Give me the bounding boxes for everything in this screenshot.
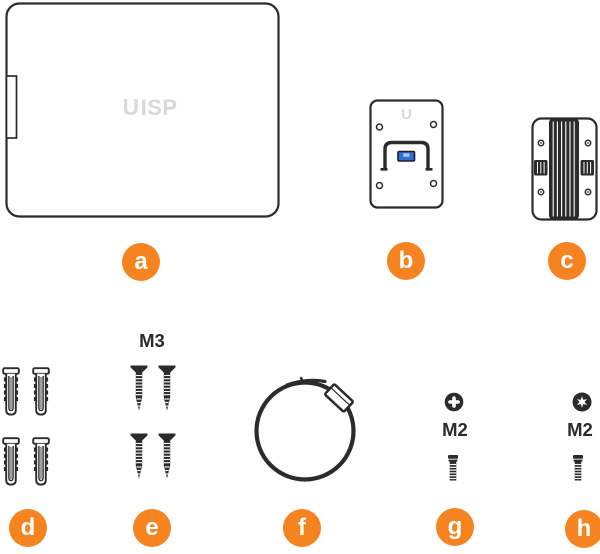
item-wall-anchors — [0, 360, 60, 490]
item-badge-c: c — [548, 242, 586, 280]
enclosure-box-illustration — [5, 2, 280, 218]
uisp-logo-u: U — [122, 94, 140, 120]
item-m2-phillips-screw: M2 — [430, 385, 480, 500]
item-heatsink-adapter — [525, 110, 600, 225]
item-badge-d: d — [9, 509, 47, 547]
item-badge-f: f — [283, 509, 321, 547]
heatsink-adapter-illustration — [531, 117, 598, 221]
item-hose-clamp — [248, 368, 363, 486]
phillips-head-icon — [444, 392, 464, 412]
m3-screws-illustration — [129, 364, 177, 480]
m2-screw-illustration — [447, 454, 459, 482]
item-mount-plate: U — [360, 95, 455, 220]
m2-size-label-torx: M2 — [567, 419, 593, 440]
item-m2-torx-screw: M2 — [556, 385, 600, 500]
uisp-logo-isp: ISP — [140, 95, 178, 120]
item-badge-e: e — [133, 509, 171, 547]
clamp-buckle — [324, 383, 354, 413]
item-enclosure: UISP — [0, 0, 290, 230]
item-badge-h: h — [565, 510, 600, 548]
side-latches — [534, 160, 594, 176]
m2-screw-illustration — [572, 454, 584, 482]
item-badge-g: g — [436, 508, 474, 546]
torx-head-icon — [572, 392, 592, 412]
item-badge-b: b — [387, 242, 425, 280]
hose-clamp-illustration — [254, 376, 356, 482]
wall-anchors-illustration — [2, 367, 50, 486]
mount-plate-illustration — [369, 99, 444, 209]
m2-size-label-phillips: M2 — [442, 419, 468, 440]
item-m3-screws: M3 — [118, 330, 186, 490]
u-logo-small: U — [401, 106, 412, 123]
m3-size-label: M3 — [139, 330, 165, 351]
uisp-logo: UISP — [112, 95, 188, 120]
item-badge-a: a — [122, 243, 160, 281]
